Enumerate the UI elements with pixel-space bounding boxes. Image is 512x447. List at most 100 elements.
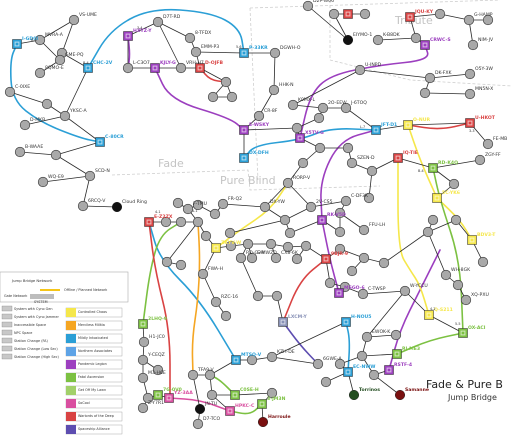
system-node-G-HAMP[interactable]	[463, 14, 475, 26]
system-node-D2P-W06[interactable]	[302, 0, 314, 12]
system-node-RORQ-Y[interactable]	[209, 208, 221, 220]
system-node-H1-JC0[interactable]	[138, 336, 150, 348]
system-node-UEJX-G[interactable]	[50, 149, 62, 161]
system-node-5C-YK6[interactable]	[432, 193, 442, 203]
system-node-C-TWSP[interactable]	[357, 288, 369, 300]
system-node-D7T-RD[interactable]	[152, 16, 164, 28]
system-node-CLOUD[interactable]	[111, 201, 123, 213]
system-node-B-WAAE[interactable]	[14, 146, 26, 158]
system-node-PF-KUQ[interactable]	[328, 8, 340, 20]
system-node-FFU-LH[interactable]	[358, 224, 370, 236]
system-node-TFA9-V[interactable]	[187, 369, 199, 381]
system-node-JB-5V[interactable]	[300, 240, 312, 252]
system-node-RORP-V[interactable]	[282, 177, 294, 189]
system-node-RORZ-Y[interactable]	[161, 256, 173, 268]
system-node-NQ-9IH[interactable]	[313, 112, 325, 124]
system-node-8XLO-1[interactable]	[282, 241, 294, 253]
system-node-FWA-H[interactable]	[197, 268, 209, 280]
system-node-MQ-NPY[interactable]	[343, 9, 353, 19]
system-node-KW-I6T[interactable]	[359, 8, 371, 20]
system-node-E-NTAV[interactable]	[452, 279, 464, 291]
system-node-O-2ZKC[interactable]	[334, 207, 346, 219]
system-node-FR-Q2[interactable]	[217, 198, 229, 210]
system-node-MSGO-6[interactable]	[334, 288, 344, 298]
system-node-SZ1-NK[interactable]	[204, 369, 216, 381]
system-node-HPKC-C[interactable]	[225, 406, 235, 416]
system-node-H-4RDO[interactable]	[266, 387, 278, 399]
system-node-WQ-E9[interactable]	[37, 176, 49, 188]
system-node-C-1W2B[interactable]	[41, 98, 53, 110]
system-node-1LD-YY[interactable]	[172, 197, 184, 209]
system-node-VP-SN[interactable]	[225, 240, 237, 252]
system-node-HXYZ-Y[interactable]	[123, 31, 133, 41]
system-node-0-Y6Q[interactable]	[342, 142, 354, 154]
system-node-MN5N-X[interactable]	[464, 88, 476, 100]
system-node-X5TV-G[interactable]	[295, 133, 305, 143]
system-node-DX-YW[interactable]	[259, 201, 271, 213]
system-node-OX-ACI[interactable]	[458, 328, 468, 338]
system-node-O5Y-3W[interactable]	[464, 68, 476, 80]
system-node-LXCM-Y[interactable]	[278, 317, 288, 327]
system-node-I-GD0I[interactable]	[12, 39, 22, 49]
system-node-GME-PQ[interactable]	[54, 54, 66, 66]
system-node-CIO1-2[interactable]	[410, 32, 422, 44]
system-node-XQ-PXU[interactable]	[460, 294, 472, 306]
system-node-RK-V5D[interactable]	[317, 215, 327, 225]
system-node-Y-CEQZ[interactable]	[137, 354, 149, 366]
system-node-M3-H6E[interactable]	[137, 372, 149, 384]
system-node-E-WSKY[interactable]	[239, 125, 249, 135]
system-node-ZKYV-W[interactable]	[211, 243, 221, 253]
system-node-C-FK2N[interactable]	[192, 199, 204, 211]
system-node-EWOK-K[interactable]	[361, 331, 373, 343]
system-node-JFT-D1[interactable]	[371, 125, 381, 135]
system-node-FA-YQN[interactable]	[200, 230, 212, 242]
system-node-C0SE-H[interactable]	[230, 390, 240, 400]
system-node-D7-TCO[interactable]	[192, 418, 204, 430]
system-node-ZNRO-D[interactable]	[427, 214, 439, 226]
system-node-ZLTR-Y[interactable]	[137, 402, 149, 414]
system-node-CH-VK6[interactable]	[160, 216, 172, 228]
system-node-TV-VZA[interactable]	[356, 350, 368, 362]
system-node-WV-M7W[interactable]	[320, 376, 332, 388]
system-node-K-B8DK[interactable]	[372, 34, 384, 46]
system-node-NA-SDE[interactable]	[265, 238, 277, 250]
system-node-E-Z2ZX[interactable]	[144, 217, 154, 227]
system-node-5-B9UT[interactable]	[368, 369, 380, 381]
system-node-JQU-KY[interactable]	[405, 12, 415, 22]
system-node-KZH-DE[interactable]	[266, 351, 278, 363]
system-node-VRH-H7[interactable]	[175, 62, 187, 74]
system-node-J-NHEW[interactable]	[419, 87, 431, 99]
system-node-WH-8GK[interactable]	[440, 269, 452, 281]
system-node-NIM-JV[interactable]	[467, 39, 479, 51]
system-node-2V-CS5[interactable]	[305, 201, 317, 213]
system-node-R-MT54[interactable]	[291, 253, 303, 265]
system-node-Q-S211[interactable]	[424, 310, 434, 320]
system-node-MFXX-J[interactable]	[206, 389, 218, 401]
system-node-RD-K4Q[interactable]	[428, 163, 438, 173]
system-node-C-0YIP[interactable]	[175, 216, 187, 228]
system-node-C-DF3K[interactable]	[340, 195, 352, 207]
system-node-MTSQ-V[interactable]	[231, 355, 241, 365]
system-node-TRB-S5[interactable]	[271, 290, 283, 302]
system-node-8-TFDX[interactable]	[184, 32, 196, 44]
system-node-FT-48N[interactable]	[334, 226, 346, 238]
system-node-U5-2V[interactable]	[314, 142, 326, 154]
system-node-XT-R3P[interactable]	[422, 226, 434, 238]
system-node-F-TMU[interactable]	[182, 203, 194, 215]
system-node-O-NUR[interactable]	[403, 120, 413, 130]
system-node-K0MX-L[interactable]	[287, 99, 299, 111]
system-node-WQ-NPY[interactable]	[246, 354, 258, 366]
system-node-KJLY-G[interactable]	[150, 63, 160, 73]
system-node-CR-PGNE[interactable]	[324, 277, 336, 289]
system-node-C-22[interactable]	[207, 91, 219, 103]
system-node-J-6TOQ[interactable]	[340, 102, 352, 114]
system-node-3-JM3N[interactable]	[257, 399, 267, 409]
system-node-KU-LM9[interactable]	[279, 214, 291, 226]
system-node-C-80CR[interactable]	[95, 137, 105, 147]
system-node-P-33KR[interactable]	[239, 48, 249, 58]
system-node-1-PBSS[interactable]	[378, 257, 390, 269]
system-node-Q-VQM[interactable]	[242, 238, 254, 250]
system-node-U-INPD[interactable]	[354, 64, 366, 76]
system-node-NX-0V2[interactable]	[477, 256, 489, 268]
system-node-EIYMO-1[interactable]	[342, 34, 354, 46]
